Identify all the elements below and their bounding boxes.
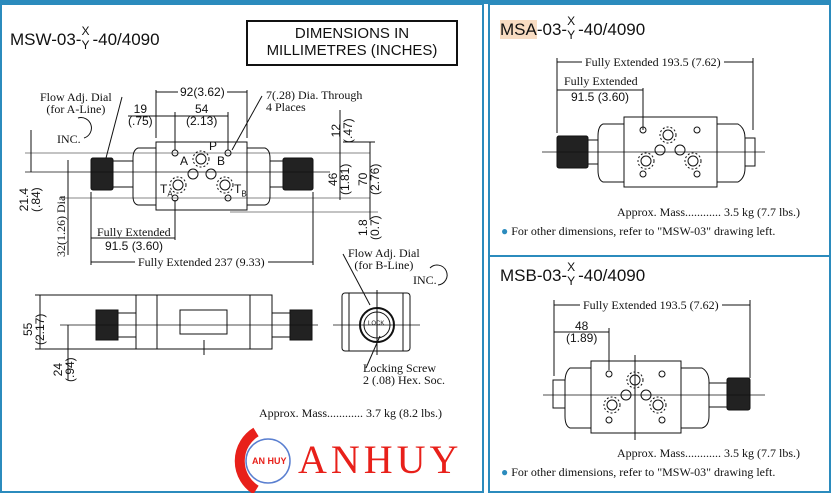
dim-19: 19(.75)	[128, 102, 153, 128]
dim-91-5: 91.5 (3.60)	[105, 239, 164, 253]
title-suffix: -40/4090	[578, 266, 646, 285]
title-prefix: MSA	[500, 20, 537, 39]
title-x: X	[81, 24, 90, 38]
inc-b-label: INC.	[413, 273, 437, 287]
msb-mass: Approx. Mass............ 3.5 kg (7.7 lbs…	[617, 446, 800, 460]
bullet-icon: ●	[501, 465, 509, 479]
msw-mass: Approx. Mass............ 3.7 kg (8.2 lbs…	[259, 406, 442, 420]
logo-text: ANHUY	[298, 437, 463, 482]
msa-mass: Approx. Mass............ 3.5 kg (7.7 lbs…	[617, 205, 800, 219]
units-line-1: DIMENSIONS IN	[294, 25, 410, 42]
units-line-2: MILLIMETRES (INCHES)	[266, 42, 438, 59]
msa-dim-91-5: 91.5 (3.60)	[571, 90, 630, 104]
dim-1-8: 1.8(0.7)	[356, 215, 382, 240]
msa-dim-193-5: Fully Extended 193.5 (7.62)	[582, 56, 724, 68]
msw-panel	[0, 3, 484, 493]
port-ta: TA	[160, 182, 173, 199]
title-x: X	[567, 260, 576, 274]
dim-21-4: 21.4(.84)	[17, 187, 43, 212]
inc-label: INC.	[57, 132, 81, 146]
dim-55: 55(2.17)	[21, 313, 47, 345]
anhuy-logo	[234, 427, 291, 493]
dial-a-line-2: (for A-Line)	[46, 102, 106, 116]
bullet-icon: ●	[501, 224, 509, 238]
dial-b-label: Flow Adj. Dial(for B-Line)	[348, 246, 420, 272]
logo-badge: AN HUY	[252, 456, 287, 466]
title-prefix: MSB-03-	[500, 266, 568, 285]
title-suffix: -40/4090	[578, 20, 646, 39]
title-prefix: MSW-03-	[10, 30, 82, 49]
port-b: B	[217, 154, 226, 168]
msb-note: ● For other dimensions, refer to "MSW-03…	[501, 465, 776, 479]
title-y: Y	[567, 274, 576, 288]
dial-a-label: Flow Adj. Dial(for A-Line)	[40, 91, 112, 115]
msa-note: ● For other dimensions, refer to "MSW-03…	[501, 224, 776, 238]
title-suffix: -40/4090	[92, 30, 160, 49]
dim-32-dia: 32(1.26) Dia	[54, 195, 68, 257]
msb-top-view	[543, 300, 765, 440]
port-p: P	[209, 139, 218, 153]
msa-fully-extended: Fully Extended	[564, 74, 638, 88]
dim-92: 92(3.62)	[178, 85, 227, 99]
dim-12: 12(.47)	[329, 118, 355, 143]
msw-side-view	[35, 294, 318, 380]
port-tb: TB	[234, 182, 247, 199]
msw-end-view	[333, 253, 448, 369]
units-box: DIMENSIONS IN MILLIMETRES (INCHES)	[246, 20, 458, 66]
top-bar	[0, 0, 831, 4]
fully-extended-label: Fully Extended	[97, 225, 171, 239]
dim-46: 46(1.81)	[326, 163, 352, 195]
dim-54: 54(2.13)	[186, 102, 218, 128]
lock-label: LOCK	[368, 321, 385, 327]
dim-70: 70(2.76)	[356, 163, 382, 195]
title-y: Y	[81, 38, 90, 52]
dim-237: Fully Extended 237 (9.33)	[135, 256, 268, 268]
port-a: A	[180, 154, 189, 168]
msb-dim-48: 48(1.89)	[566, 319, 598, 345]
dial-a-line-1: Flow Adj. Dial	[40, 90, 112, 104]
dim-24: 24(.94)	[51, 357, 77, 382]
title-x: X	[567, 14, 576, 28]
msb-dim-193-5: Fully Extended 193.5 (7.62)	[580, 299, 722, 311]
title-y: Y	[567, 28, 576, 42]
title-mid: -03-	[536, 20, 568, 39]
